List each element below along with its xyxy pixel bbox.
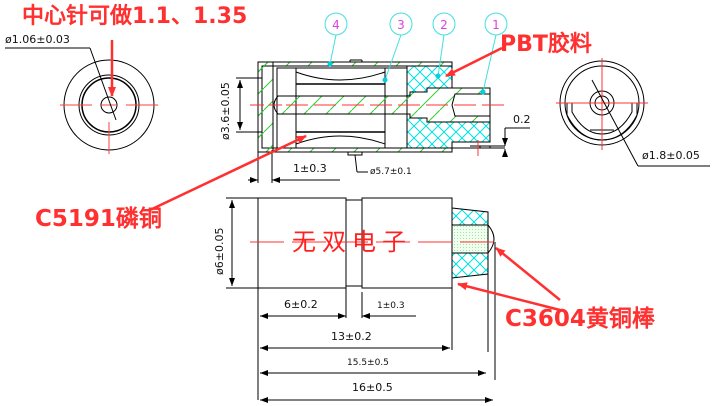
dim-left-view-diameter: ø1.06±0.03 xyxy=(5,33,70,46)
balloon-2-label: 2 xyxy=(440,18,448,32)
balloon-3-label: 3 xyxy=(397,18,405,32)
dim-length-13: 13±0.2 xyxy=(331,330,372,343)
dim-step-length: 1±0.3 xyxy=(293,162,327,175)
balloon-1-label: 1 xyxy=(492,18,500,32)
balloon-3 xyxy=(382,12,413,83)
c3604-material-label: C3604黄铜棒 xyxy=(505,306,655,332)
pbt-material-label: PBT胶料 xyxy=(500,32,592,57)
c5191-material-label: C5191磷铜 xyxy=(35,206,162,232)
dim-groove-diameter: ø5.7±0.1 xyxy=(370,167,412,177)
center-pin-note: 中心针可做1.1、1.35 xyxy=(22,4,248,29)
balloon-4 xyxy=(324,12,348,67)
dim-length-16: 16±0.5 xyxy=(352,381,393,394)
balloon-1 xyxy=(480,12,508,95)
section-view: 4 3 2 1 xyxy=(149,12,530,212)
dim-right-view-diameter: ø1.8±0.05 xyxy=(642,149,700,162)
left-end-view xyxy=(5,40,158,154)
dim-groove-length: 1±0.3 xyxy=(377,301,405,311)
side-view xyxy=(226,197,561,403)
right-end-view xyxy=(556,58,710,167)
dim-inner-diameter: ø3.6±0.05 xyxy=(219,82,232,140)
dim-body-length: 6±0.2 xyxy=(284,298,318,311)
dim-outer-diameter: ø6±0.05 xyxy=(213,227,226,275)
balloon-4-label: 4 xyxy=(332,18,340,32)
dim-gap: 0.2 xyxy=(513,113,531,126)
balloon-2 xyxy=(432,12,456,79)
dim-length-15-5: 15.5±0.5 xyxy=(347,358,389,368)
watermark: 无双电子 xyxy=(292,228,412,256)
